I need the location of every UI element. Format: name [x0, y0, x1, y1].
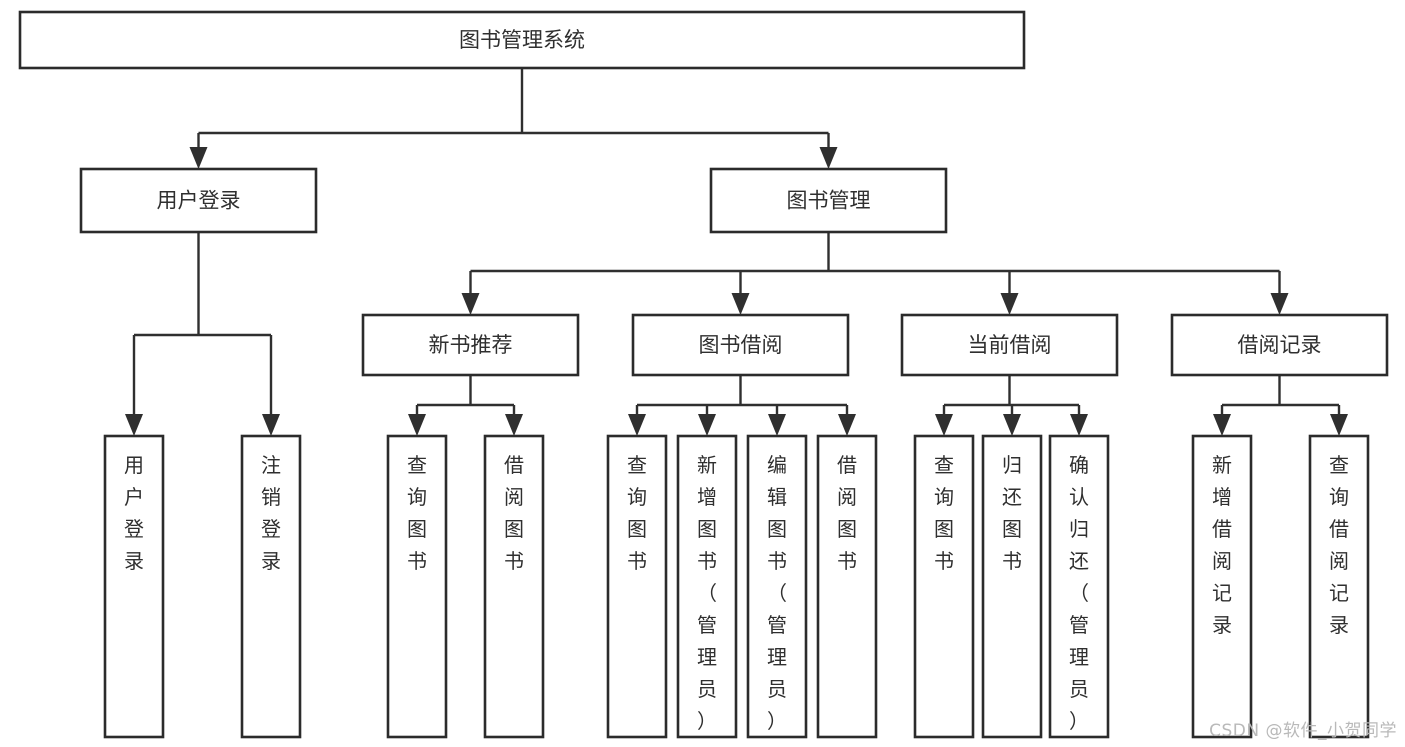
level3-node-current-borrow[interactable]: 当前借阅: [900, 313, 1119, 377]
node-label: 新增借阅记录: [1212, 453, 1232, 637]
leaf-node-leaf-add-borrow-record[interactable]: 新增借阅记录: [1191, 434, 1253, 739]
leaf-node-leaf-query-book-current[interactable]: 查询图书: [913, 434, 975, 739]
arrow-head-icon: [189, 147, 208, 169]
leaf-node-leaf-confirm-return-admin[interactable]: 确认归还（管理员）: [1048, 434, 1110, 739]
arrow-head-icon: [1330, 414, 1348, 436]
node-label: 用户登录: [124, 453, 144, 573]
node-box: [1308, 434, 1370, 739]
node-box: [79, 167, 318, 234]
node-box: [103, 434, 165, 739]
arrow-head-icon: [628, 414, 646, 436]
node-box: [900, 313, 1119, 377]
node-label: 编辑图书（管理员）: [767, 453, 787, 733]
arrow-head-icon: [1213, 414, 1231, 436]
node-box: [1191, 434, 1253, 739]
node-label: 查询图书: [934, 453, 954, 573]
arrow-head-icon: [125, 414, 143, 436]
level2-node-book-management[interactable]: 图书管理: [709, 167, 948, 234]
node-label: 借阅图书: [837, 453, 857, 573]
leaf-node-leaf-borrow-book-recommend[interactable]: 借阅图书: [483, 434, 545, 739]
node-box: [981, 434, 1043, 739]
arrow-head-icon: [1270, 293, 1289, 315]
arrow-head-icon: [408, 414, 426, 436]
node-label: 查询图书: [627, 453, 647, 573]
node-box: [1048, 434, 1110, 739]
leaf-node-leaf-edit-book-admin[interactable]: 编辑图书（管理员）: [746, 434, 808, 739]
leaf-node-leaf-query-book-recommend[interactable]: 查询图书: [386, 434, 448, 739]
leaf-node-leaf-add-book-admin[interactable]: 新增图书（管理员）: [676, 434, 738, 739]
node-label: 注销登录: [261, 453, 281, 573]
node-box: [746, 434, 808, 739]
leaf-node-leaf-logout-login[interactable]: 注销登录: [240, 434, 302, 739]
node-label: 确认归还（管理员）: [1069, 453, 1089, 733]
node-label: 图书管理系统: [459, 28, 585, 52]
node-box: [240, 434, 302, 739]
leaf-node-leaf-return-book[interactable]: 归还图书: [981, 434, 1043, 739]
node-label: 新增图书（管理员）: [697, 453, 717, 733]
node-label: 借阅记录: [1238, 333, 1322, 357]
node-label: 归还图书: [1002, 453, 1022, 573]
node-layer: 图书管理系统用户登录图书管理新书推荐图书借阅当前借阅借阅记录用户登录注销登录查询…: [18, 10, 1389, 739]
leaf-node-leaf-borrow-book[interactable]: 借阅图书: [816, 434, 878, 739]
leaf-node-leaf-user-login[interactable]: 用户登录: [103, 434, 165, 739]
node-box: [913, 434, 975, 739]
level3-node-new-book-recommend[interactable]: 新书推荐: [361, 313, 580, 377]
node-label: 借阅图书: [504, 453, 524, 573]
node-box: [483, 434, 545, 739]
arrow-head-icon: [505, 414, 523, 436]
node-label: 新书推荐: [429, 333, 513, 357]
node-box: [816, 434, 878, 739]
root-node-root[interactable]: 图书管理系统: [18, 10, 1026, 70]
node-box: [676, 434, 738, 739]
node-box: [18, 10, 1026, 70]
leaf-node-leaf-query-borrow-record[interactable]: 查询借阅记录: [1308, 434, 1370, 739]
arrow-head-icon: [838, 414, 856, 436]
level3-node-borrow-records[interactable]: 借阅记录: [1170, 313, 1389, 377]
connector-layer: [125, 68, 1348, 436]
node-box: [606, 434, 668, 739]
node-label: 查询图书: [407, 453, 427, 573]
level2-node-user-login[interactable]: 用户登录: [79, 167, 318, 234]
node-box: [361, 313, 580, 377]
arrow-head-icon: [1003, 414, 1021, 436]
node-box: [386, 434, 448, 739]
node-label: 图书借阅: [699, 333, 783, 357]
node-label: 用户登录: [157, 189, 241, 213]
node-label: 图书管理: [787, 189, 871, 213]
arrow-head-icon: [768, 414, 786, 436]
level3-node-book-borrow[interactable]: 图书借阅: [631, 313, 850, 377]
arrow-head-icon: [731, 293, 750, 315]
node-label: 当前借阅: [968, 333, 1052, 357]
leaf-node-leaf-query-book-borrow[interactable]: 查询图书: [606, 434, 668, 739]
arrow-head-icon: [698, 414, 716, 436]
node-box: [709, 167, 948, 234]
arrow-head-icon: [819, 147, 838, 169]
node-box: [1170, 313, 1389, 377]
arrow-head-icon: [1000, 293, 1019, 315]
node-box: [631, 313, 850, 377]
csdn-watermark: CSDN @软件_小贺同学: [1209, 721, 1397, 741]
arrow-head-icon: [461, 293, 480, 315]
arrow-head-icon: [935, 414, 953, 436]
node-label: 查询借阅记录: [1329, 453, 1349, 637]
arrow-head-icon: [262, 414, 280, 436]
arrow-head-icon: [1070, 414, 1088, 436]
